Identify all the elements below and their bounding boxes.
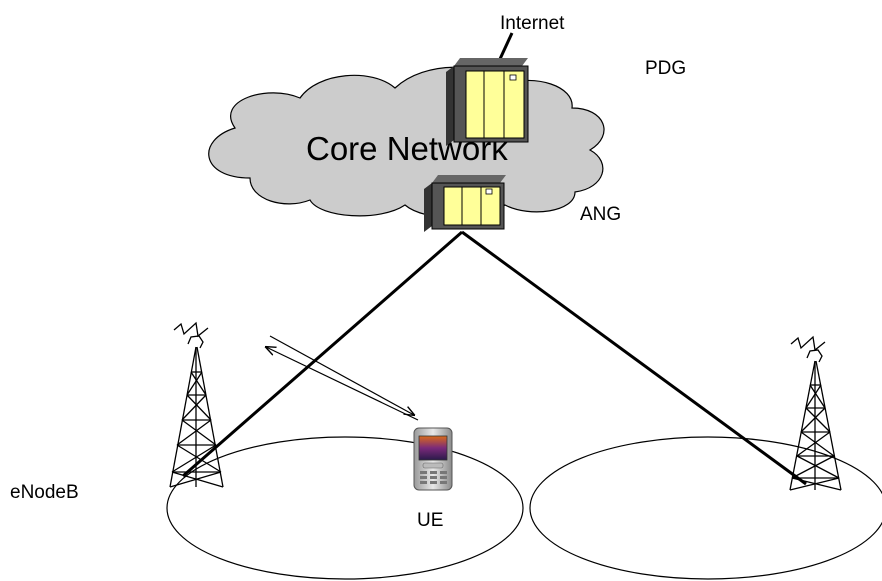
enodeb-label: eNodeB (10, 482, 79, 503)
left-cell-coverage (166, 436, 524, 580)
ue-mobile-phone-icon (413, 427, 453, 491)
internet-label: Internet (500, 13, 565, 34)
uplink-arrow (266, 347, 419, 421)
ang-to-left-enodeb-link (182, 230, 463, 478)
right-enodeb-tower-icon (789, 335, 842, 491)
ang-to-right-enodeb-link (461, 230, 807, 486)
ue-label: UE (417, 510, 443, 531)
pdg-label: PDG (645, 58, 686, 79)
downlink-arrow (269, 335, 414, 415)
pdg-server-icon (446, 58, 529, 146)
left-enodeb-tower-icon (169, 321, 224, 488)
right-cell-coverage (529, 436, 882, 580)
ang-label: ANG (580, 204, 621, 225)
ang-server-icon (424, 175, 506, 232)
